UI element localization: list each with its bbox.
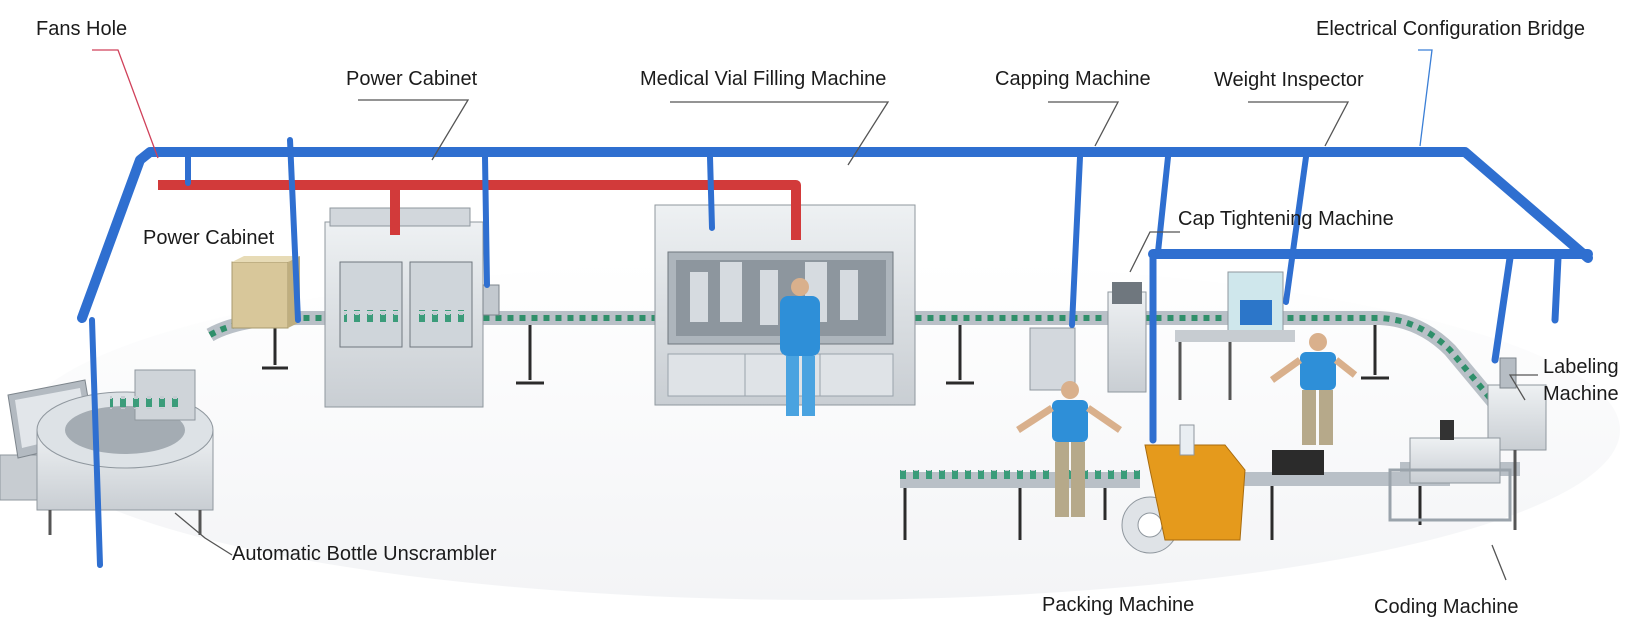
leader-coding (1491, 544, 1507, 581)
label-labeling-machine: Labeling Machine (1543, 354, 1636, 408)
label-weight-inspector: Weight Inspector (1214, 69, 1364, 91)
leader-lines (92, 49, 1538, 581)
leader-power-cabinet-top (358, 99, 470, 161)
filling-machine-left (324, 207, 500, 408)
packing-machine (1121, 424, 1324, 554)
worker-left-lower (1016, 381, 1122, 517)
label-coding-machine: Coding Machine (1374, 596, 1519, 618)
label-electrical-configuration-bridge: Electrical Configuration Bridge (1316, 18, 1586, 40)
bottle-unscrambler (0, 369, 214, 535)
leader-weight-inspector (1248, 101, 1350, 147)
weight-inspector (1175, 271, 1295, 400)
red-pipe (158, 180, 801, 240)
electrical-bridge (77, 147, 1593, 444)
label-fans-hole: Fans Hole (36, 18, 128, 40)
label-power-cabinet-top: Power Cabinet (346, 68, 478, 90)
coding-machine (1388, 420, 1512, 522)
leader-electrical-bridge (1418, 49, 1433, 147)
label-packing-machine: Packing Machine (1042, 594, 1195, 616)
leader-bottle-unscrambler (174, 512, 233, 556)
bridge-drop-poles (89, 137, 1309, 568)
worker-right (1269, 333, 1358, 445)
leader-fans-hole (92, 49, 159, 159)
label-cap-tightening-machine: Cap Tightening Machine (1178, 208, 1394, 230)
leader-labeling (1508, 374, 1538, 401)
leader-capping (1048, 101, 1120, 147)
cap-tightening-machine (1029, 282, 1147, 393)
power-cabinet-box (231, 256, 300, 329)
label-automatic-bottle-unscrambler: Automatic Bottle Unscrambler (232, 543, 497, 565)
label-power-cabinet-left: Power Cabinet (143, 227, 275, 249)
leader-vial-filling (670, 101, 890, 166)
label-medical-vial-filling-machine: Medical Vial Filling Machine (640, 68, 887, 90)
label-capping-machine: Capping Machine (995, 68, 1151, 90)
label-labeling-line1: Labeling (1543, 356, 1619, 378)
label-labeling-line2: Machine (1543, 383, 1619, 405)
leader-cap-tightening (1129, 231, 1180, 273)
worker-center (780, 278, 820, 416)
